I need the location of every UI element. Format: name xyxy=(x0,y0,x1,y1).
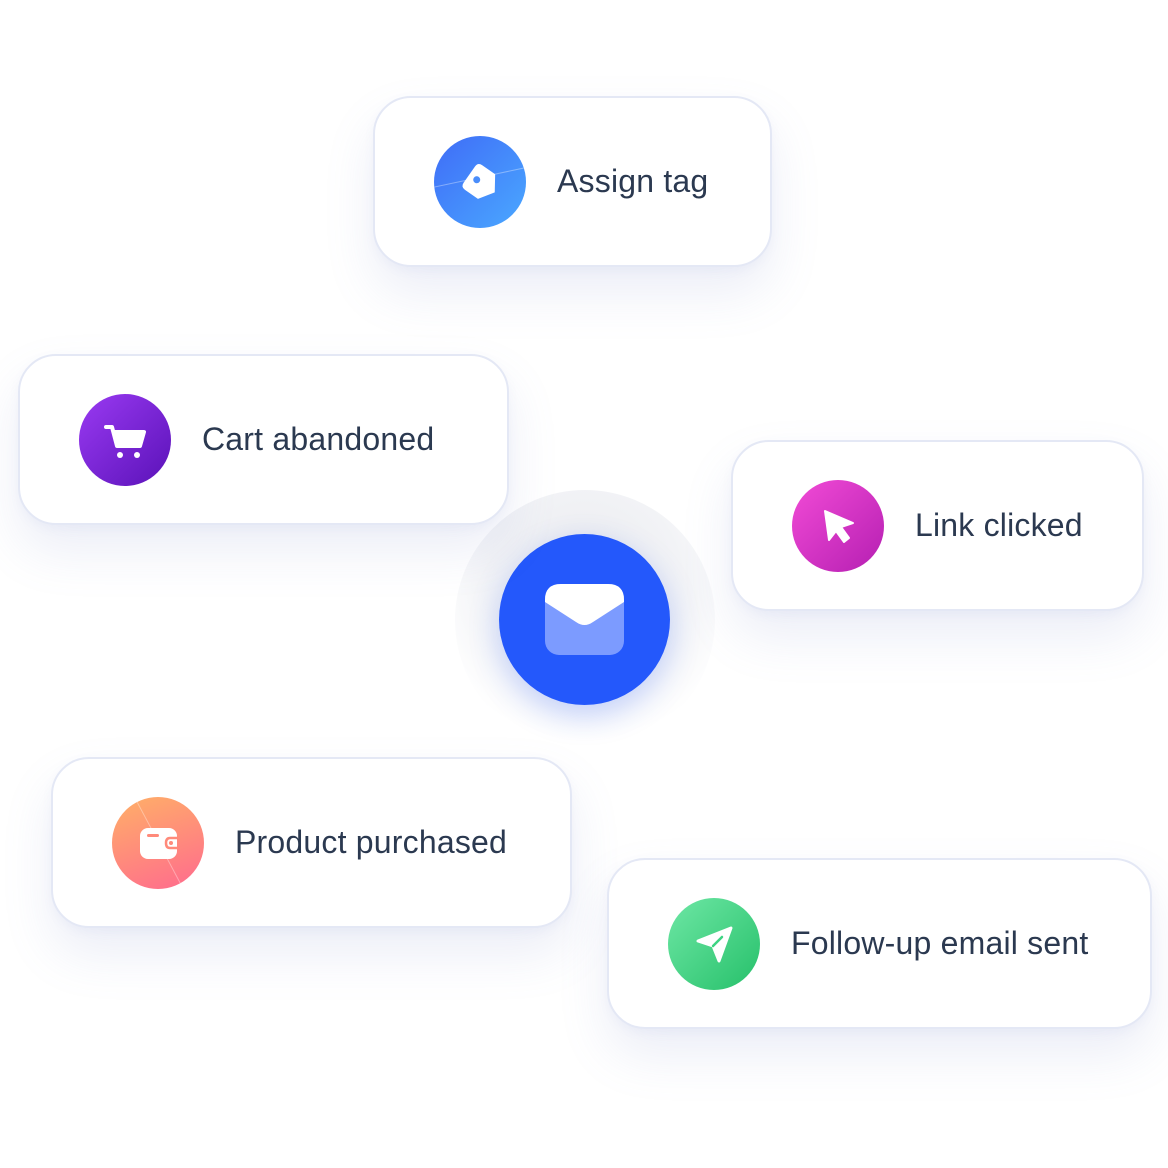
shopping-cart-icon xyxy=(104,424,146,458)
cursor-icon xyxy=(824,509,854,543)
email-hub[interactable] xyxy=(499,534,670,705)
wallet-icon xyxy=(140,827,178,859)
cart-abandoned-icon-badge xyxy=(79,393,171,486)
tag-icon xyxy=(462,163,496,199)
assign-tag-icon-badge xyxy=(434,135,526,228)
link-clicked-icon-badge xyxy=(792,479,884,572)
product-purchased-icon-badge xyxy=(112,796,204,889)
card-cart-abandoned[interactable]: Cart abandoned xyxy=(18,354,509,525)
card-assign-tag[interactable]: Assign tag xyxy=(373,96,772,267)
follow-up-email-sent-label: Follow-up email sent xyxy=(791,925,1089,961)
product-purchased-label: Product purchased xyxy=(235,824,508,860)
paper-plane-icon xyxy=(696,926,733,962)
assign-tag-label: Assign tag xyxy=(557,163,709,199)
card-link-clicked[interactable]: Link clicked xyxy=(731,440,1144,611)
link-clicked-label: Link clicked xyxy=(915,507,1083,543)
cart-abandoned-label: Cart abandoned xyxy=(202,421,435,457)
card-product-purchased[interactable]: Product purchased xyxy=(51,757,572,928)
card-follow-up-email-sent[interactable]: Follow-up email sent xyxy=(607,858,1152,1029)
follow-up-email-sent-icon-badge xyxy=(668,897,760,990)
envelope-icon xyxy=(545,584,624,655)
